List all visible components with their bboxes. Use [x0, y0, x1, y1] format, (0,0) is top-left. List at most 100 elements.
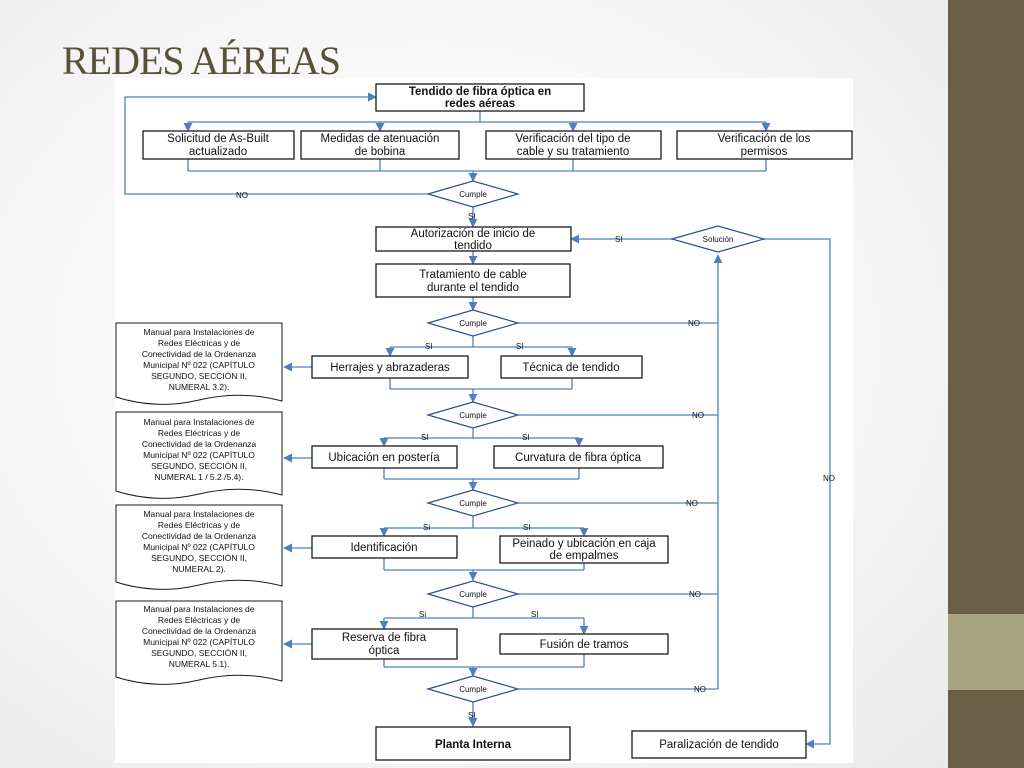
edge-label-si: SI [523, 523, 531, 532]
permisos-box: Verificación de los permisos [676, 130, 853, 160]
tipo-cable-box: Verificación del tipo de cable y su trat… [485, 130, 662, 160]
manual-line: Conectividad de la Ordenanza [142, 531, 257, 541]
edge-label-no: NO [694, 685, 706, 694]
edge-label-no: NO [686, 499, 698, 508]
tipo-cable-line1: Verificación del tipo de [515, 133, 630, 145]
tipo-cable-line2: cable y su tratamiento [517, 146, 630, 158]
autorizacion-line1: Autorización de inicio de [411, 228, 536, 240]
connectors [124, 92, 831, 749]
decision-label: Cumple [459, 590, 487, 599]
manual-line: Municipal Nº 022 (CAPÍTULO [143, 450, 255, 460]
manual-line: NUMERAL 2). [172, 564, 226, 574]
paralizacion-label: Paralización de tendido [659, 739, 779, 751]
as-built-box: Solicitud de As-Built actualizado [142, 130, 295, 160]
decision-label: Cumple [459, 190, 487, 199]
manual-line: NUMERAL 3.2). [169, 382, 230, 392]
tecnica-label: Técnica de tendido [522, 362, 619, 374]
reserva-line2: óptica [369, 645, 400, 657]
edge-label-si: SI [468, 711, 476, 720]
atenuacion-box: Medidas de atenuación de bobina [300, 130, 460, 160]
edge-label-no: NO [689, 590, 701, 599]
decision-cumple-4: Cumple [425, 489, 521, 517]
manual-line: Manual para Instalaciones de [143, 509, 254, 519]
curvatura-box: Curvatura de fibra óptica [493, 445, 664, 469]
manual-line: SEGUNDO, SECCIÓN II, [151, 648, 247, 658]
edge-label-si: SI [468, 212, 476, 221]
start-box-line1: Tendido de fibra óptica en [409, 86, 551, 98]
solucion-label: Solución [703, 235, 734, 244]
manual-line: NUMERAL 1 / 5.2 /5.4). [155, 472, 244, 482]
permisos-line2: permisos [741, 146, 788, 158]
reserva-box: Reserva de fibra óptica [311, 628, 458, 660]
manual-line: Redes Eléctricas y de [158, 520, 240, 530]
decision-cumple-1: Cumple [425, 180, 521, 208]
manual-line: NUMERAL 5.1). [169, 659, 230, 669]
fusion-box: Fusión de tramos [499, 633, 669, 655]
decision-label: Cumple [459, 411, 487, 420]
manual-line: Municipal Nº 022 (CAPÍTULO [143, 360, 255, 370]
start-box: Tendido de fibra óptica en redes aéreas [375, 83, 585, 112]
edge-label-si: SI [421, 433, 429, 442]
manual-line: Redes Eléctricas y de [158, 428, 240, 438]
reserva-line1: Reserva de fibra [342, 632, 427, 644]
edge-label-si: SI [516, 342, 524, 351]
edge-labels: NO SI SI NO SI SI NO SI SI NO Si SI NO S… [236, 191, 835, 720]
autorizacion-line2: tendido [454, 240, 492, 252]
decision-cumple-2: Cumple [425, 309, 521, 337]
manual-doc-1: Manual para Instalaciones de Redes Eléct… [115, 322, 283, 405]
manual-line: Manual para Instalaciones de [143, 604, 254, 614]
fusion-label: Fusión de tramos [540, 639, 629, 651]
decision-cumple-6: Cumple [425, 675, 521, 703]
tratamiento-box: Tratamiento de cable durante el tendido [375, 263, 571, 298]
edge-label-si: SI [425, 342, 433, 351]
decision-solucion: Solución [669, 225, 767, 253]
manual-line: Municipal Nº 022 (CAPÍTULO [143, 542, 255, 552]
peinado-line1: Peinado y ubicación en caja [512, 538, 656, 550]
identificacion-label: Identificación [350, 542, 417, 554]
manual-line: Manual para Instalaciones de [143, 327, 254, 337]
decision-cumple-3: Cumple [425, 401, 521, 429]
edge-label-si: SI [522, 433, 530, 442]
tratamiento-line1: Tratamiento de cable [419, 269, 527, 281]
edge-label-si: SI [615, 235, 623, 244]
herrajes-label: Herrajes y abrazaderas [330, 362, 450, 374]
manual-line: Redes Eléctricas y de [158, 615, 240, 625]
curvatura-label: Curvatura de fibra óptica [515, 452, 642, 464]
permisos-line1: Verificación de los [718, 133, 811, 145]
herrajes-box: Herrajes y abrazaderas [311, 355, 469, 379]
manual-line: Redes Eléctricas y de [158, 338, 240, 348]
manual-line: SEGUNDO, SECCIÓN II, [151, 371, 247, 381]
atenuacion-line1: Medidas de atenuación [321, 133, 440, 145]
manual-line: Municipal Nº 022 (CAPÍTULO [143, 637, 255, 647]
edge-label-si: Si [423, 523, 430, 532]
slide-title: REDES AÉREAS [62, 38, 341, 83]
manual-doc-4: Manual para Instalaciones de Redes Eléct… [115, 600, 283, 685]
manual-doc-2: Manual para Instalaciones de Redes Eléct… [115, 411, 283, 499]
decision-label: Cumple [459, 319, 487, 328]
ubicacion-box: Ubicación en postería [311, 445, 458, 469]
manual-line: Conectividad de la Ordenanza [142, 439, 257, 449]
edge-label-no: NO [688, 319, 700, 328]
edge-label-no: NO [236, 191, 248, 200]
tecnica-box: Técnica de tendido [500, 355, 643, 379]
identificacion-box: Identificación [311, 535, 458, 559]
flowchart-area: Tendido de fibra óptica en redes aéreas … [115, 78, 853, 763]
edge-label-no: NO [692, 411, 704, 420]
edge-label-si: Si [419, 610, 426, 619]
as-built-line2: actualizado [189, 146, 247, 158]
decision-label: Cumple [459, 685, 487, 694]
tratamiento-line2: durante el tendido [427, 282, 519, 294]
planta-interna-box: Planta Interna [375, 726, 571, 761]
decision-label: Cumple [459, 499, 487, 508]
autorizacion-box: Autorización de inicio de tendido [375, 226, 572, 252]
paralizacion-box: Paralización de tendido [631, 730, 807, 759]
as-built-line1: Solicitud de As-Built [167, 133, 269, 145]
edge-label-no: NO [823, 474, 835, 483]
manual-line: Conectividad de la Ordenanza [142, 626, 257, 636]
peinado-box: Peinado y ubicación en caja de empalmes [499, 535, 669, 564]
manual-line: Manual para Instalaciones de [143, 417, 254, 427]
decision-cumple-5: Cumple [425, 580, 521, 608]
manual-doc-3: Manual para Instalaciones de Redes Eléct… [115, 504, 283, 590]
manual-line: Conectividad de la Ordenanza [142, 349, 257, 359]
manual-line: SEGUNDO, SECCIÓN II, [151, 461, 247, 471]
